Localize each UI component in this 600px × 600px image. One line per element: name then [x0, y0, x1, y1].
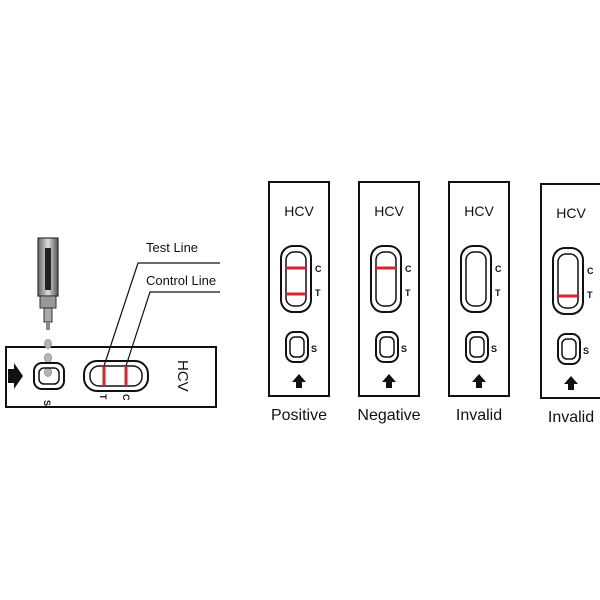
test-mark: T	[315, 288, 321, 298]
sample-mark: S	[583, 346, 589, 356]
control-mark: C	[405, 264, 412, 274]
cassette-brand: HCV	[284, 203, 314, 219]
test-line-callout	[103, 262, 220, 367]
up-arrow-icon	[564, 376, 578, 390]
result-label: Positive	[271, 407, 327, 424]
up-arrow-icon	[382, 374, 396, 388]
test-mark: T	[587, 290, 593, 300]
dropper-icon	[37, 237, 59, 330]
right-arrow-icon	[8, 363, 23, 389]
cassette-body	[268, 181, 330, 397]
sample-mark: S	[42, 400, 52, 406]
result-window	[280, 245, 312, 313]
control-line-callout	[125, 291, 220, 367]
cassette-body	[540, 183, 600, 399]
result-label: Negative	[357, 407, 420, 424]
result-window	[83, 360, 149, 392]
control-line-label: Control Line	[146, 273, 216, 288]
control-mark: C	[495, 264, 502, 274]
cassette: HCV C T S Invalid	[448, 181, 510, 424]
test-mark: T	[405, 288, 411, 298]
sample-well	[33, 362, 65, 390]
cassette-brand: HCV	[374, 203, 404, 219]
sample-well	[285, 331, 309, 363]
sample-well	[557, 333, 581, 365]
result-label: Invalid	[456, 407, 502, 424]
result-cassettes: HCV C T S Positive HCV C T S Negative HCV C T S Invali…	[268, 181, 600, 426]
control-mark: C	[587, 266, 594, 276]
cassette-brand: HCV	[464, 203, 494, 219]
test-mark: T	[98, 394, 108, 400]
control-mark: C	[121, 394, 131, 401]
cassette-body	[448, 181, 510, 397]
cassette: HCV C T S Invalid	[540, 183, 600, 426]
cassette: HCV C T S Negative	[357, 181, 421, 424]
device-body	[5, 346, 217, 408]
sample-well	[465, 331, 489, 363]
result-window	[460, 245, 492, 313]
test-line-label: Test Line	[146, 240, 198, 255]
result-window	[370, 245, 402, 313]
sample-mark: S	[491, 344, 497, 354]
up-arrow-icon	[292, 374, 306, 388]
sample-mark: S	[401, 344, 407, 354]
result-window	[552, 247, 584, 315]
control-mark: C	[315, 264, 322, 274]
sample-well	[375, 331, 399, 363]
horizontal-test-device: S T C HCV Test Line Control Line	[5, 237, 220, 408]
up-arrow-icon	[472, 374, 486, 388]
sample-mark: S	[311, 344, 317, 354]
cassette-brand: HCV	[556, 205, 586, 221]
result-label: Invalid	[548, 409, 594, 426]
cassette: HCV C T S Positive	[268, 181, 330, 424]
device-brand: HCV	[174, 360, 191, 392]
test-mark: T	[495, 288, 501, 298]
sample-drops	[44, 339, 52, 377]
cassette-body	[358, 181, 420, 397]
